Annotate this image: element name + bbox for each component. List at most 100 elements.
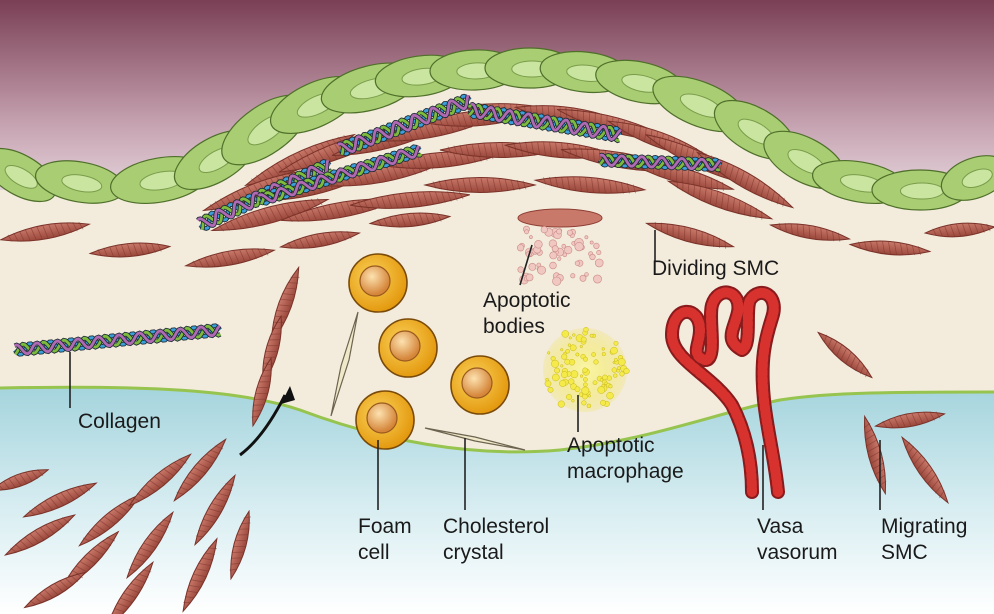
macrophage-fragment (581, 337, 586, 342)
apoptotic-body (550, 262, 557, 269)
macrophage-fragment (583, 357, 587, 361)
macrophage-fragment (562, 330, 569, 337)
macrophage-fragment (592, 352, 596, 356)
label-cholesterol-crystal-line2: crystal (443, 541, 504, 564)
macrophage-fragment (600, 400, 605, 405)
macrophage-fragment (624, 368, 630, 374)
macrophage-fragment (569, 337, 571, 339)
macrophage-fragment (618, 358, 625, 365)
macrophage-fragment (575, 387, 580, 392)
macrophage-fragment (570, 345, 576, 351)
macrophage-fragment (583, 377, 587, 381)
apoptotic-body (552, 246, 558, 252)
apoptotic-body (564, 246, 572, 254)
label-vasa-vasorum-line2: vasorum (757, 541, 838, 564)
macrophage-fragment (572, 399, 575, 402)
macrophage-fragment (584, 327, 589, 332)
macrophage-fragment (602, 375, 607, 380)
macrophage-fragment (593, 381, 597, 385)
macrophage-fragment (613, 374, 617, 378)
macrophage-fragment (583, 368, 588, 373)
macrophage-fragment (558, 401, 565, 408)
label-foam-cell-line2: cell (358, 541, 390, 564)
apoptotic-body (594, 243, 600, 249)
apoptotic-body (557, 257, 561, 261)
macrophage-fragment (598, 386, 605, 393)
macrophage-fragment (561, 371, 567, 377)
apoptotic-body (538, 266, 546, 274)
macrophage-fragment (594, 360, 599, 365)
macrophage-fragment (582, 387, 589, 394)
macrophage-fragment (602, 352, 606, 356)
macrophage-fragment (546, 378, 549, 381)
macrophage-fragment (572, 334, 575, 337)
apoptotic-body (571, 274, 575, 278)
macrophage-fragment (607, 392, 614, 399)
label-dividing-smc: Dividing SMC (652, 257, 779, 280)
macrophage-fragment (614, 341, 618, 345)
apoptotic-body (518, 267, 524, 273)
apoptotic-body (550, 252, 557, 259)
macrophage-fragment (561, 365, 564, 368)
macrophage-fragment (559, 380, 566, 387)
label-apoptotic-macrophage-line2: macrophage (567, 460, 684, 483)
apoptotic-body (529, 236, 532, 239)
foam-cell (451, 356, 509, 414)
macrophage-fragment (566, 349, 570, 353)
apoptotic-body (529, 263, 536, 270)
apoptotic-body (535, 240, 543, 248)
apoptotic-body (580, 275, 586, 281)
apoptotic-body (541, 226, 548, 233)
macrophage-fragment (620, 372, 625, 377)
label-collagen: Collagen (78, 410, 161, 433)
apoptotic-body (517, 245, 524, 252)
label-migrating-smc-line2: SMC (881, 541, 928, 564)
apoptotic-body (575, 261, 580, 266)
label-vasa-vasorum-line1: Vasa (757, 515, 804, 538)
label-foam-cell-line1: Foam (358, 515, 412, 538)
collagen-helix (600, 155, 720, 170)
foam-cell (379, 319, 437, 377)
macrophage-fragment (602, 384, 605, 387)
macrophage-fragment (561, 354, 567, 360)
macrophage-fragment (590, 334, 593, 337)
macrophage-fragment (580, 345, 583, 348)
dying-smc (518, 209, 602, 227)
macrophage-fragment (566, 394, 571, 399)
apoptotic-body (525, 230, 529, 234)
macrophage-fragment (548, 387, 553, 392)
macrophage-fragment (580, 375, 583, 378)
apoptotic-body (567, 230, 572, 235)
label-apoptotic-bodies-line2: bodies (483, 315, 545, 338)
macrophage-fragment (583, 383, 587, 387)
foam-cell (349, 254, 407, 312)
macrophage-fragment (547, 352, 550, 355)
apoptotic-body (597, 250, 601, 254)
apoptotic-body (585, 236, 588, 239)
macrophage-fragment (614, 358, 617, 361)
macrophage-fragment (552, 374, 559, 381)
macrophage-fragment (579, 393, 583, 397)
apoptotic-body (553, 277, 561, 285)
macrophage-fragment (560, 348, 563, 351)
foam-cell (356, 391, 414, 449)
apoptotic-body (575, 242, 584, 251)
apoptotic-body (557, 229, 562, 234)
macrophage-fragment (602, 348, 605, 351)
label-cholesterol-crystal-line1: Cholesterol (443, 515, 549, 538)
macrophage-fragment (551, 360, 558, 367)
label-migrating-smc-line1: Migrating (881, 515, 967, 538)
macrophage-fragment (576, 353, 579, 356)
macrophage-fragment (611, 347, 618, 354)
label-apoptotic-bodies-line1: Apoptotic (483, 289, 571, 312)
apoptotic-body (590, 241, 593, 244)
apoptotic-body (593, 275, 601, 283)
macrophage-fragment (571, 371, 578, 378)
macrophage-fragment (587, 404, 591, 408)
macrophage-fragment (545, 381, 551, 387)
macrophage-fragment (609, 385, 613, 389)
macrophage-fragment (582, 401, 587, 406)
macrophage-fragment (612, 368, 617, 373)
